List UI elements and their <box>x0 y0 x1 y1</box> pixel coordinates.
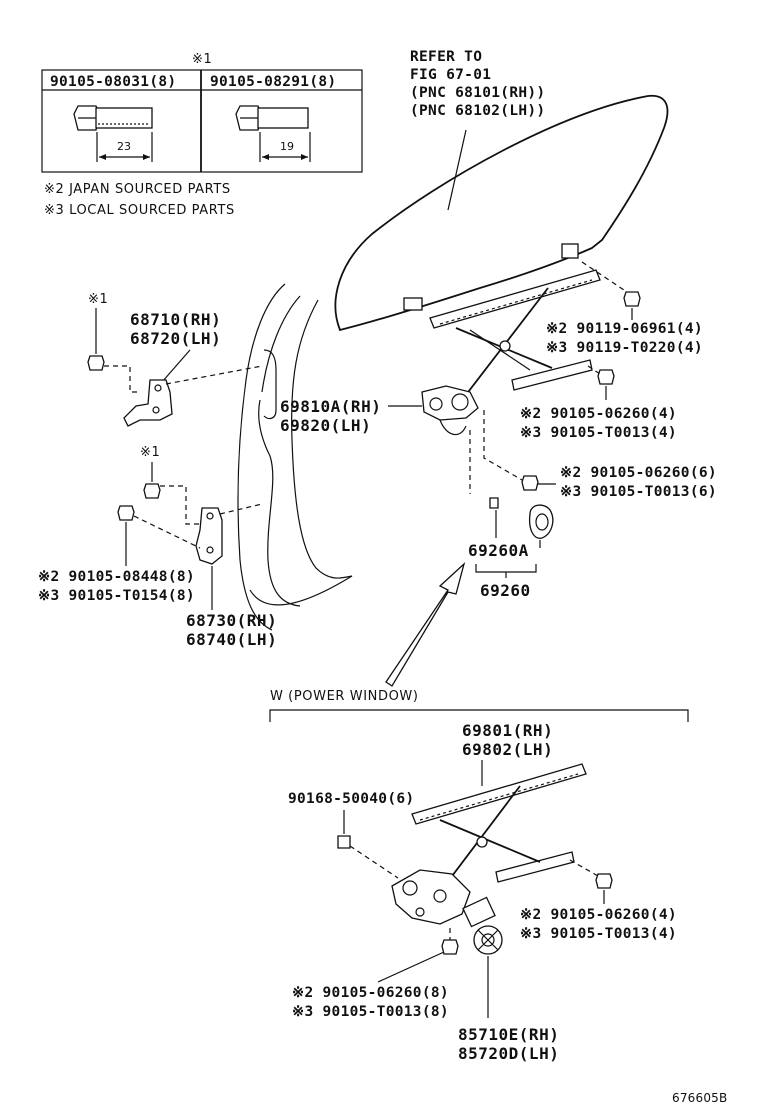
table-left-part-number: 90105-08031(8) <box>50 74 176 90</box>
regulator-bolt2-local: ※3 90105-T0013(4) <box>520 425 677 441</box>
right-bolt-length: 19 <box>280 140 294 153</box>
regulator-bolt1-local: ※3 90119-T0220(4) <box>546 340 703 356</box>
pw-bottom-bolt-icon <box>441 939 459 955</box>
regulator-bolt-icon <box>597 369 615 385</box>
handle-assembly: 69260 <box>480 581 531 600</box>
regulator-bolt-icon <box>623 291 641 307</box>
arrow-icon <box>385 562 466 687</box>
manual-regulator-lh: 69820(LH) <box>280 416 371 435</box>
lower-hinge-bolt-icon <box>143 483 161 499</box>
pw-regulator-rh: 69801(RH) <box>462 721 553 740</box>
refer-leader <box>447 129 467 211</box>
pw-regulator-lh: 69802(LH) <box>462 740 553 759</box>
upper-hinge-mark: ※1 <box>88 292 108 307</box>
power-window-title: W (POWER WINDOW) <box>270 689 419 704</box>
motor-rh: 85710E(RH) <box>458 1025 559 1044</box>
door-frame-outline <box>237 283 353 631</box>
window-motor-icon <box>462 896 503 955</box>
motor-lh: 85720D(LH) <box>458 1044 559 1063</box>
regulator-bolt1-japan: ※2 90119-06961(4) <box>546 321 703 337</box>
bolt-icon-23mm <box>73 105 153 162</box>
bolt-icon-19mm <box>235 105 311 162</box>
regulator-bolt3-local: ※3 90105-T0013(6) <box>560 484 717 500</box>
left-bolt-length: 23 <box>117 140 131 153</box>
pw-regulator-bolt-icon <box>595 873 613 889</box>
lower-hinge-lh: 68740(LH) <box>186 630 277 649</box>
svg-text:REFER TO: REFER TO <box>410 49 482 65</box>
handle-part-a: 69260A <box>468 541 529 560</box>
hinge-bolt-japan: ※2 90105-08448(8) <box>38 569 195 585</box>
upper-hinge-icon <box>123 379 173 427</box>
power-window-bracket <box>269 709 689 722</box>
pw-bolt-right-local: ※3 90105-T0013(4) <box>520 926 677 942</box>
svg-text:FIG 67-01: FIG 67-01 <box>410 67 491 83</box>
refer-note: REFER TO FIG 67-01 (PNC 68101(RH)) (PNC … <box>410 49 545 119</box>
regulator-bolt-icon <box>521 475 539 491</box>
pw-bolt-right-japan: ※2 90105-06260(4) <box>520 907 677 923</box>
pw-bolt-bottom-japan: ※2 90105-06260(8) <box>292 985 449 1001</box>
table-header-mark: ※1 <box>192 52 212 67</box>
pw-bolt-bottom-local: ※3 90105-T0013(8) <box>292 1004 449 1020</box>
manual-regulator-rh: 69810A(RH) <box>280 397 381 416</box>
hinge-bolt-icon <box>117 505 135 521</box>
regulator-bolt3-japan: ※2 90105-06260(6) <box>560 465 717 481</box>
door-glass <box>334 94 669 332</box>
hinge-bolt-local: ※3 90105-T0154(8) <box>38 588 195 604</box>
upper-hinge-bolt-icon <box>87 355 105 371</box>
power-regulator-icon <box>391 763 587 925</box>
regulator-bolt2-japan: ※2 90105-06260(4) <box>520 406 677 422</box>
manual-regulator-icon <box>421 269 601 436</box>
bolt-spec-table: ※1 90105-08031(8) 90105-08291(8) 23 <box>41 52 363 173</box>
pw-screw-part: 90168-50040(6) <box>288 791 414 807</box>
upper-hinge-lh: 68720(LH) <box>130 329 221 348</box>
lower-hinge-rh: 68730(RH) <box>186 611 277 630</box>
upper-hinge-rh: 68710(RH) <box>130 310 221 329</box>
pw-screw-icon <box>337 835 351 849</box>
window-handle-icon <box>528 504 554 539</box>
note-local-sourced: ※3 LOCAL SOURCED PARTS <box>44 203 235 218</box>
note-japan-sourced: ※2 JAPAN SOURCED PARTS <box>44 182 231 197</box>
svg-text:(PNC 68102(LH)): (PNC 68102(LH)) <box>410 103 545 119</box>
svg-text:(PNC 68101(RH)): (PNC 68101(RH)) <box>410 85 545 101</box>
figure-id: 676605B <box>672 1091 727 1105</box>
lower-hinge-icon <box>195 507 223 565</box>
table-right-part-number: 90105-08291(8) <box>210 74 336 90</box>
handle-clip-icon <box>489 497 499 509</box>
lower-hinge-mark: ※1 <box>140 445 160 460</box>
